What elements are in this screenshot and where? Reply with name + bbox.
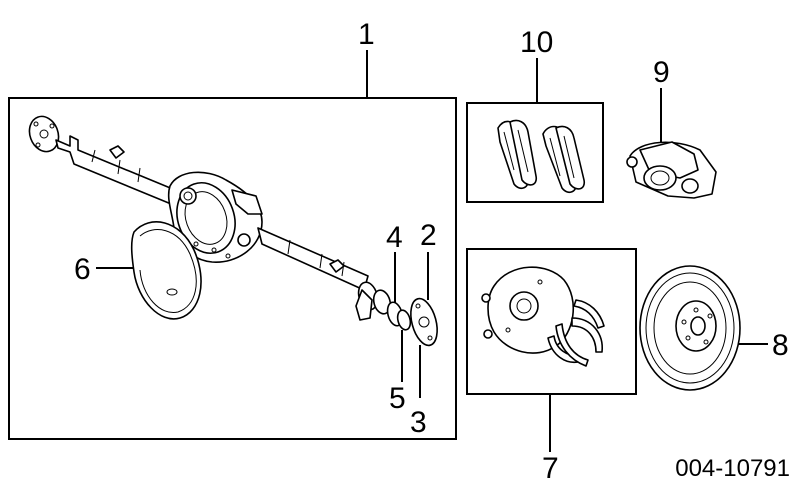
callout-2: 2	[420, 219, 437, 252]
callout-6: 6	[74, 253, 91, 286]
callout-4: 4	[386, 221, 403, 254]
reference-code: 004-10791	[675, 455, 790, 482]
axle-bearing-parts-drawing	[386, 297, 438, 347]
callout-10: 10	[520, 26, 553, 59]
axle-housing-drawing	[28, 115, 392, 321]
callout-7: 7	[542, 452, 559, 485]
callout-5: 5	[389, 382, 406, 415]
callout-1: 1	[358, 18, 375, 51]
brake-pads-drawing	[497, 119, 586, 194]
callout-9: 9	[653, 56, 670, 89]
differential-cover-drawing	[130, 221, 202, 320]
brake-rotor-drawing	[639, 265, 741, 391]
axle-assembly-frame	[8, 97, 457, 440]
brake-caliper-drawing	[626, 141, 717, 199]
brake-pads-frame	[466, 102, 604, 203]
callout-8: 8	[772, 329, 789, 362]
callout-3: 3	[410, 406, 427, 439]
brake-shoes-drawing	[481, 266, 605, 367]
brake-shoes-frame	[466, 248, 637, 395]
